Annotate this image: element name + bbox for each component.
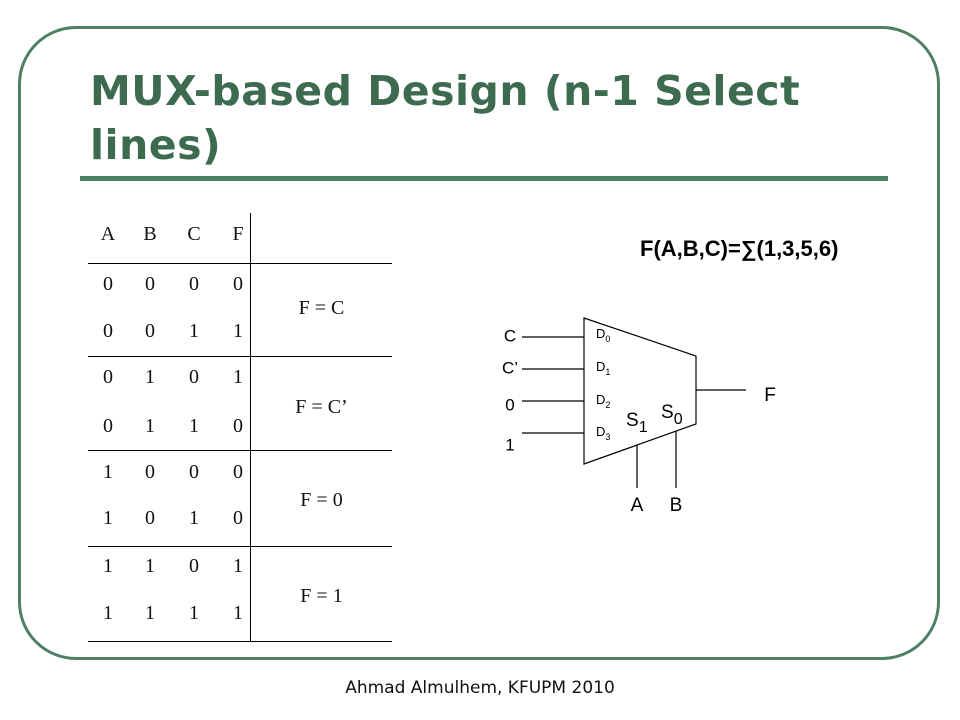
header-f: F — [232, 223, 244, 245]
cell-b: 0 — [145, 320, 155, 342]
cell-b: 1 — [145, 415, 155, 437]
cell-c: 1 — [189, 320, 199, 342]
header-c: C — [187, 223, 201, 245]
title-underline — [80, 176, 888, 181]
data-pin-d0: D0 — [596, 326, 610, 344]
cell-f: 1 — [233, 366, 243, 388]
output-label-f: F — [764, 385, 776, 406]
cell-f: 1 — [233, 320, 243, 342]
slide-title: MUX-based Design (n-1 Select lines) — [90, 67, 801, 169]
cell-a: 0 — [103, 273, 113, 295]
group-label-3: F = 0 — [300, 489, 343, 511]
header-rule — [88, 263, 392, 264]
cell-f: 1 — [233, 555, 243, 577]
cell-b: 1 — [145, 555, 155, 577]
cell-c: 0 — [189, 273, 199, 295]
cell-f: 0 — [233, 273, 243, 295]
cell-c: 1 — [189, 507, 199, 529]
cell-f: 0 — [233, 461, 243, 483]
cell-f: 1 — [233, 602, 243, 624]
input-label-zero: 0 — [505, 395, 514, 414]
input-label-c-not: C’ — [502, 358, 518, 377]
group-label-4: F = 1 — [300, 585, 343, 607]
cell-f: 0 — [233, 415, 243, 437]
function-label: F(A,B,C)=∑(1,3,5,6) — [640, 236, 839, 261]
cell-b: 1 — [145, 366, 155, 388]
cell-c: 0 — [189, 555, 199, 577]
slide-footer: Ahmad Almulhem, KFUPM 2010 — [345, 678, 615, 698]
cell-c: 1 — [189, 415, 199, 437]
input-label-c: C — [504, 326, 516, 345]
cell-c: 0 — [189, 366, 199, 388]
select-pin-s1: S1 — [626, 410, 648, 436]
data-pin-d2: D2 — [596, 392, 610, 410]
cell-a: 1 — [103, 461, 113, 483]
cell-b: 0 — [145, 507, 155, 529]
cell-c: 1 — [189, 602, 199, 624]
slide-frame — [18, 26, 940, 660]
cell-c: 0 — [189, 461, 199, 483]
header-a: A — [100, 223, 116, 245]
mux-diagram: C C’ 0 1 D0 D1 D2 D3 S1 S0 A B F — [502, 317, 776, 516]
cell-a: 0 — [103, 415, 113, 437]
header-b: B — [143, 223, 157, 245]
group-label-2: F = C’ — [295, 396, 348, 418]
input-label-one: 1 — [505, 435, 514, 454]
cell-a: 1 — [103, 507, 113, 529]
group-label-1: F = C — [298, 297, 345, 319]
bottom-rule — [88, 641, 392, 642]
cell-b: 1 — [145, 602, 155, 624]
cell-b: 0 — [145, 273, 155, 295]
select-pin-s0: S0 — [661, 402, 683, 428]
group-rule — [88, 546, 392, 547]
select-label-b: B — [670, 495, 683, 516]
cell-a: 0 — [103, 320, 113, 342]
mux-body — [583, 317, 697, 465]
cell-a: 1 — [103, 555, 113, 577]
data-pin-d3: D3 — [596, 424, 610, 442]
cell-b: 0 — [145, 461, 155, 483]
select-label-a: A — [631, 495, 644, 516]
cell-f: 0 — [233, 507, 243, 529]
group-rule — [88, 450, 392, 451]
cell-a: 1 — [103, 602, 113, 624]
data-pin-d1: D1 — [596, 359, 610, 377]
group-rule — [88, 356, 392, 357]
column-divider — [250, 213, 251, 641]
cell-a: 0 — [103, 366, 113, 388]
